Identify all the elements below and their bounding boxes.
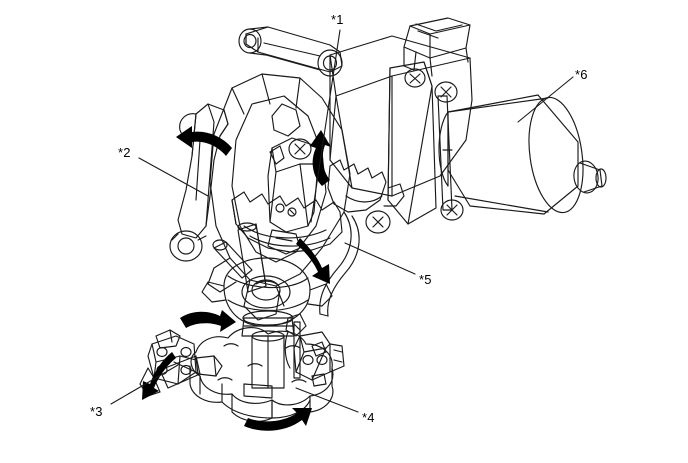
electric-motor — [404, 68, 607, 221]
arrow-base-rotation — [244, 408, 312, 431]
arrow-left-tilt — [176, 126, 232, 156]
lower-shaft — [251, 330, 285, 389]
leader-3 — [110, 364, 179, 405]
base-plate — [189, 327, 334, 422]
gearbox-housing — [238, 26, 473, 197]
motor-bracket — [387, 61, 437, 225]
callout-leaders — [110, 29, 574, 413]
callout-label-1: *1 — [331, 12, 344, 27]
callout-label-4: *4 — [362, 410, 375, 425]
callout-label-6: *6 — [575, 67, 588, 82]
callout-label-2: *2 — [118, 145, 131, 160]
callout-label-5: *5 — [419, 272, 432, 287]
callout-label-3: *3 — [90, 404, 103, 419]
leader-5 — [344, 242, 416, 275]
leader-2 — [138, 157, 209, 197]
leader-4 — [295, 387, 359, 413]
rear-brace — [319, 211, 360, 317]
connector-block — [403, 17, 471, 77]
arrow-right-bracket — [180, 310, 236, 332]
leader-1 — [310, 29, 341, 223]
position-sensor — [267, 137, 319, 255]
ratchet-teeth — [327, 159, 405, 234]
arrow-down-right-gear — [296, 238, 330, 284]
right-clamp-bracket — [284, 313, 345, 381]
leader-6 — [517, 76, 574, 123]
